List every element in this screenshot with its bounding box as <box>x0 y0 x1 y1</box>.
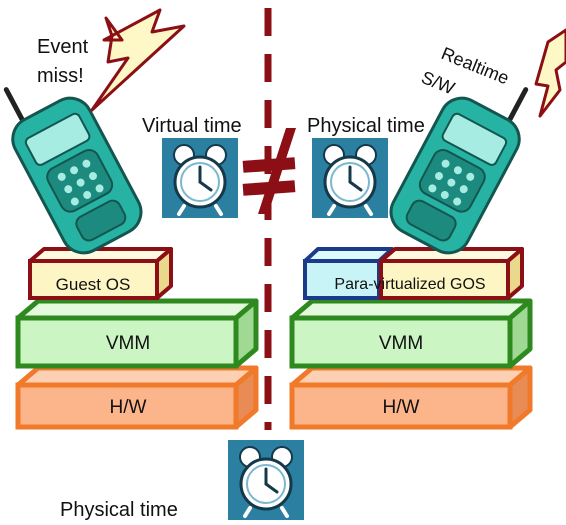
physical-time-label-top: Physical time <box>307 115 425 137</box>
left-vmm-label: VMM <box>106 333 150 354</box>
left-lightning-icon <box>90 8 186 112</box>
right-mobile-phone-icon <box>389 87 529 255</box>
not-equal-icon <box>242 128 296 214</box>
left-hw-block <box>15 365 259 430</box>
left-alarm-clock-icon <box>162 138 238 218</box>
guest-os-label: Guest OS <box>56 275 131 294</box>
left-hw-label: H/W <box>110 397 147 418</box>
right-alarm-clock-icon <box>312 138 388 218</box>
right-hw-label: H/W <box>383 397 420 418</box>
right-pv-gos-block <box>379 247 524 300</box>
virtual-time-label: Virtual time <box>142 115 242 137</box>
right-lightning-icon <box>534 28 566 118</box>
pv-gos-label: Para-virtualized GOS <box>334 276 485 293</box>
left-vmm-block <box>15 298 259 369</box>
left-guest-os-block <box>28 247 173 300</box>
event-label-line1: Event <box>37 36 89 58</box>
event-label-line2: miss! <box>37 65 84 87</box>
right-vmm-label: VMM <box>379 333 423 354</box>
right-hw-block <box>289 365 533 430</box>
right-vmm-block <box>289 298 533 369</box>
physical-time-label-bottom: Physical time <box>60 499 178 521</box>
right-pv-block <box>303 247 394 300</box>
bottom-alarm-clock-icon <box>228 440 304 520</box>
left-mobile-phone-icon <box>3 87 143 255</box>
sw-label: S/W <box>419 67 458 98</box>
